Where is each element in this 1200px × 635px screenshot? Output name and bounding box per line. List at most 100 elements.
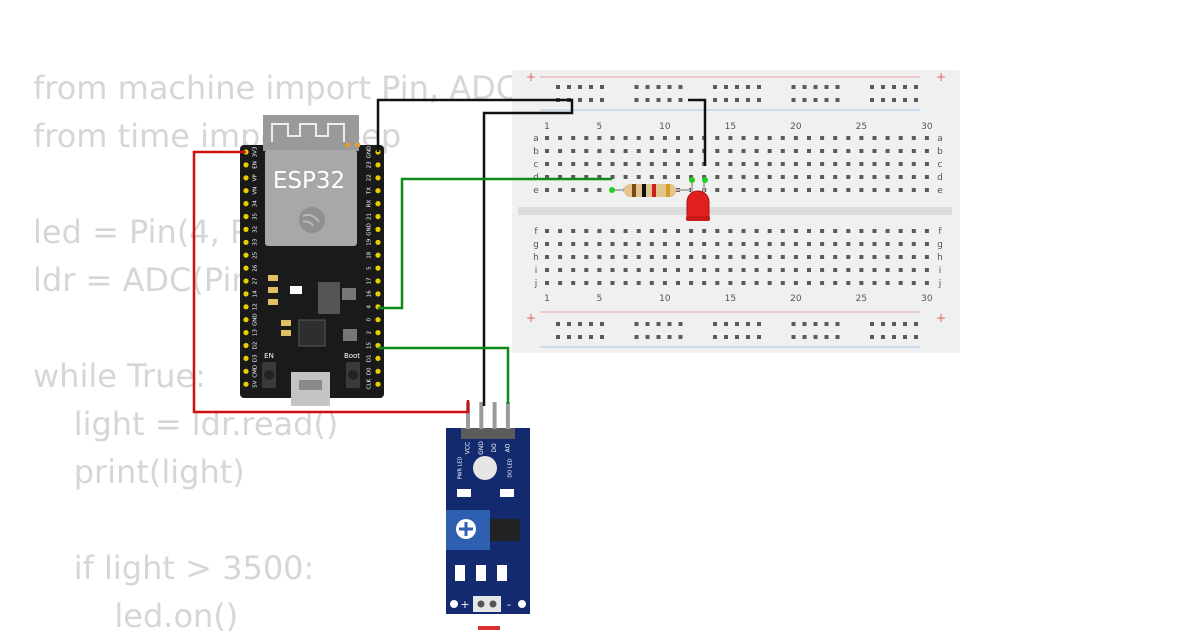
breadboard-hole[interactable]: [898, 255, 903, 259]
breadboard-hole[interactable]: [846, 281, 851, 285]
breadboard-hole[interactable]: [715, 162, 720, 166]
breadboard-hole[interactable]: [885, 162, 890, 166]
breadboard-hole[interactable]: [689, 242, 694, 246]
esp32-pin[interactable]: [243, 355, 249, 361]
rail-hole[interactable]: [757, 322, 761, 326]
breadboard-hole[interactable]: [597, 281, 602, 285]
esp32-pin[interactable]: [375, 368, 381, 374]
breadboard-hole[interactable]: [807, 268, 811, 272]
esp32-pin[interactable]: [243, 317, 249, 323]
breadboard-hole[interactable]: [793, 242, 798, 246]
breadboard-hole[interactable]: [859, 136, 864, 140]
rail-hole[interactable]: [903, 335, 907, 339]
rail-hole[interactable]: [713, 98, 717, 102]
breadboard-hole[interactable]: [754, 229, 759, 233]
breadboard-hole[interactable]: [833, 188, 838, 192]
breadboard-hole[interactable]: [662, 268, 667, 272]
breadboard-hole[interactable]: [610, 281, 615, 285]
rail-hole[interactable]: [724, 98, 728, 102]
breadboard-hole[interactable]: [571, 229, 576, 233]
rail-hole[interactable]: [802, 335, 807, 339]
rail-hole[interactable]: [746, 98, 750, 102]
rail-hole[interactable]: [578, 335, 582, 339]
breadboard-hole[interactable]: [872, 188, 877, 192]
breadboard-hole[interactable]: [872, 242, 877, 246]
rail-hole[interactable]: [556, 85, 560, 89]
breadboard-hole[interactable]: [597, 149, 602, 153]
breadboard-hole[interactable]: [728, 281, 733, 285]
breadboard-hole[interactable]: [924, 188, 929, 192]
breadboard-hole[interactable]: [820, 281, 825, 285]
breadboard-hole[interactable]: [911, 229, 916, 233]
rail-hole[interactable]: [870, 85, 874, 89]
rail-hole[interactable]: [881, 322, 885, 326]
breadboard-hole[interactable]: [597, 255, 602, 259]
breadboard-hole[interactable]: [911, 255, 916, 259]
breadboard-hole[interactable]: [649, 136, 654, 140]
rail-hole[interactable]: [735, 335, 739, 339]
breadboard-hole[interactable]: [885, 136, 890, 140]
breadboard-hole[interactable]: [754, 188, 759, 192]
breadboard-hole[interactable]: [872, 149, 877, 153]
rail-hole[interactable]: [757, 85, 761, 89]
breadboard-hole[interactable]: [545, 268, 549, 272]
breadboard-hole[interactable]: [649, 175, 654, 179]
breadboard-hole[interactable]: [689, 281, 694, 285]
breadboard-hole[interactable]: [820, 162, 825, 166]
rail-hole[interactable]: [802, 98, 807, 102]
ldr-header-pin[interactable]: [492, 402, 497, 429]
breadboard-hole[interactable]: [558, 136, 563, 140]
breadboard-hole[interactable]: [715, 188, 720, 192]
breadboard-hole[interactable]: [728, 268, 733, 272]
breadboard-hole[interactable]: [898, 149, 903, 153]
esp32-pin[interactable]: [375, 226, 381, 232]
breadboard-hole[interactable]: [833, 175, 838, 179]
breadboard-hole[interactable]: [793, 255, 798, 259]
wire-vcc-red[interactable]: [192, 150, 470, 414]
breadboard-hole[interactable]: [924, 175, 929, 179]
rail-hole[interactable]: [746, 335, 750, 339]
breadboard-hole[interactable]: [728, 162, 733, 166]
esp32-pin[interactable]: [243, 304, 249, 310]
breadboard-hole[interactable]: [610, 175, 615, 179]
breadboard-hole[interactable]: [545, 162, 549, 166]
breadboard-hole[interactable]: [610, 268, 615, 272]
rail-hole[interactable]: [824, 98, 829, 102]
breadboard-hole[interactable]: [741, 175, 746, 179]
breadboard-hole[interactable]: [872, 255, 877, 259]
breadboard-hole[interactable]: [702, 255, 707, 259]
rail-hole[interactable]: [600, 322, 604, 326]
breadboard-hole[interactable]: [649, 281, 654, 285]
breadboard-hole[interactable]: [636, 281, 641, 285]
breadboard-hole[interactable]: [924, 281, 929, 285]
esp32-pin[interactable]: [243, 239, 249, 245]
breadboard-hole[interactable]: [859, 242, 864, 246]
rail-hole[interactable]: [567, 85, 571, 89]
rail-hole[interactable]: [589, 335, 593, 339]
rail-hole[interactable]: [802, 322, 807, 326]
rail-hole[interactable]: [757, 335, 761, 339]
rail-hole[interactable]: [578, 322, 582, 326]
breadboard-hole[interactable]: [584, 136, 589, 140]
breadboard-hole[interactable]: [623, 136, 628, 140]
esp32-pin[interactable]: [375, 278, 381, 284]
breadboard-hole[interactable]: [846, 175, 851, 179]
breadboard-hole[interactable]: [623, 175, 628, 179]
breadboard-hole[interactable]: [584, 268, 589, 272]
esp32-pin[interactable]: [243, 162, 249, 168]
breadboard-hole[interactable]: [767, 255, 772, 259]
breadboard-hole[interactable]: [780, 136, 785, 140]
rail-hole[interactable]: [578, 98, 582, 102]
breadboard-hole[interactable]: [610, 229, 615, 233]
breadboard-hole[interactable]: [924, 162, 929, 166]
breadboard-hole[interactable]: [715, 149, 720, 153]
breadboard-hole[interactable]: [898, 268, 903, 272]
breadboard-hole[interactable]: [820, 149, 825, 153]
breadboard-hole[interactable]: [793, 136, 798, 140]
breadboard-hole[interactable]: [636, 175, 641, 179]
breadboard-hole[interactable]: [924, 136, 929, 140]
rail-hole[interactable]: [600, 85, 604, 89]
breadboard-hole[interactable]: [833, 136, 838, 140]
breadboard-hole[interactable]: [885, 268, 890, 272]
